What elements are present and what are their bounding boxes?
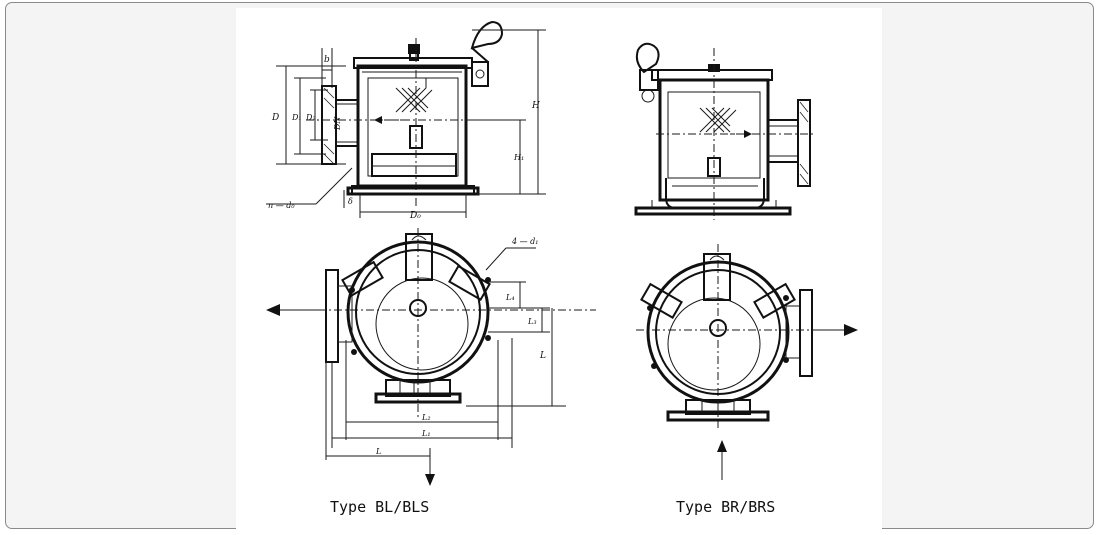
dim-D: D (271, 113, 279, 123)
bl-elevation-view: b D D₁ D₂ DN H H₁ n — d₀ δ D₀ (266, 20, 546, 221)
dim-n-d0: n — d₀ (268, 201, 295, 210)
bl-plan-view: 4 — d₁ L₄ L₃ L L₂ L₁ L (266, 228, 596, 486)
dim-D0: D₀ (409, 211, 421, 221)
dim-delta: δ (348, 197, 353, 206)
dim-L-bottom: L (375, 447, 381, 456)
dim-H1: H₁ (513, 153, 524, 162)
dim-D2: D₂ (305, 113, 316, 122)
dim-L: L (539, 351, 546, 361)
dim-L4: L₄ (505, 293, 515, 302)
technical-drawing-sheet: b D D₁ D₂ DN H H₁ n — d₀ δ D₀ (236, 8, 882, 530)
dim-4-d1: 4 — d₁ (511, 237, 539, 246)
br-plan-view (636, 244, 858, 480)
dim-L1: L₁ (421, 429, 431, 438)
br-elevation-view (634, 42, 814, 220)
caption-type-br-brs: Type BR/BRS (676, 498, 775, 516)
dim-L3: L₃ (527, 317, 537, 326)
dim-b: b (324, 55, 330, 65)
dim-L2: L₂ (421, 413, 431, 422)
caption-type-bl-bls: Type BL/BLS (330, 498, 429, 516)
dim-H: H (531, 101, 540, 111)
dim-DN: DN (333, 116, 342, 131)
strainer-drawing: b D D₁ D₂ DN H H₁ n — d₀ δ D₀ (266, 20, 858, 516)
dim-D1: D₁ (291, 113, 302, 122)
